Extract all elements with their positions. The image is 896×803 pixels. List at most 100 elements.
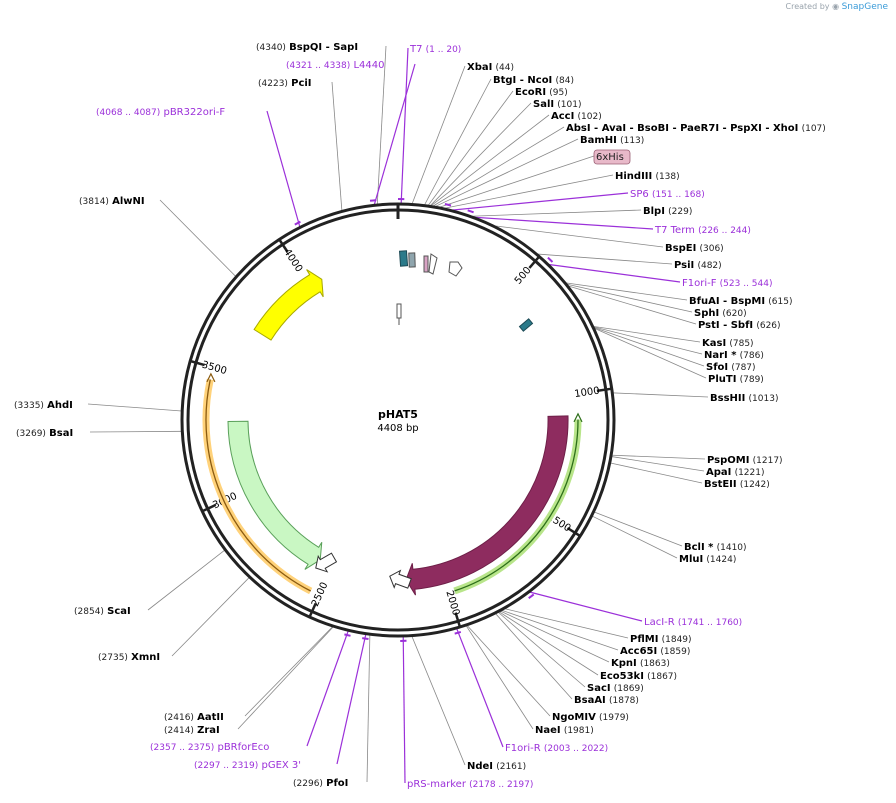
site-name: AlwNI [112, 196, 145, 207]
leader-line-ndei [410, 634, 466, 766]
site-name: PspOMI [707, 455, 749, 466]
site-position: (102) [578, 112, 602, 122]
ampr-primer-line [205, 379, 311, 592]
site-name: BssHII [710, 393, 745, 404]
leader-line-bcli- [592, 511, 683, 547]
site-label-l4440: (4321 .. 4338) L4440 [286, 60, 385, 71]
ampr-promoter-arrow [315, 552, 338, 573]
leader-line-zrai [237, 625, 335, 730]
site-label-bsteii: BstEII (1242) [704, 479, 770, 490]
site-position: (1849) [662, 635, 692, 645]
site-name: NarI * [704, 350, 737, 361]
laci-primer-head [573, 412, 583, 423]
site-label-xbai: XbaI (44) [467, 62, 514, 73]
site-name: PfoI [326, 778, 348, 789]
site-position: (787) [731, 363, 755, 373]
site-name: KpnI [611, 658, 637, 669]
site-position: (1741 .. 1760) [678, 618, 742, 628]
site-position: (1981) [564, 726, 594, 736]
site-label-pspomi: PspOMI (1217) [707, 455, 783, 466]
tick-label: 1000 [574, 386, 601, 401]
leader-line-mlui [590, 514, 678, 559]
site-label-ahdi: (3335) AhdI [14, 400, 73, 411]
primer-site-mark [547, 256, 554, 263]
site-position: (306) [699, 244, 723, 254]
site-position: (95) [549, 88, 567, 98]
leader-line-ngomiv [465, 623, 551, 717]
site-position: (2357 .. 2375) [150, 743, 214, 753]
site-name: SP6 [630, 189, 649, 200]
site-position: (2297 .. 2319) [194, 761, 258, 771]
leader-line-prs-marker [402, 634, 406, 784]
site-name: BstEII [704, 479, 737, 490]
site-name: LacI-R [644, 617, 675, 628]
tick-mark [308, 602, 317, 618]
site-name: Acc65I [620, 646, 657, 657]
site-name-extra: - NcoI [516, 75, 552, 86]
leader-lines [87, 45, 709, 784]
leader-line-bspei [488, 224, 664, 248]
leader-line-scai [147, 548, 227, 611]
site-name: T7 [409, 44, 422, 55]
site-position: (1217) [753, 456, 783, 466]
site-name: AbsI [566, 123, 591, 134]
leader-line-f1ori-f [546, 263, 681, 283]
site-label-scai: (2854) ScaI [74, 606, 131, 617]
site-name: BamHI [580, 135, 617, 146]
cap-binding-site-marker [518, 318, 534, 332]
site-name-extra: - SbfI [720, 320, 754, 331]
site-name: ScaI [107, 606, 131, 617]
site-name: NgoMIV [552, 712, 596, 723]
site-label-alwni: (3814) AlwNI [79, 196, 145, 207]
leader-line-xbai [411, 65, 466, 206]
leader-line-bspqi [376, 45, 387, 207]
features [202, 250, 583, 596]
tick-mark [201, 503, 217, 513]
site-label-bsaai: BsaAI (1878) [574, 695, 639, 706]
t7-terminator-marker [448, 261, 463, 277]
site-position: (138) [655, 172, 679, 182]
site-name: PstI [698, 320, 720, 331]
primer-site-mark [454, 630, 462, 635]
leader-line-pfoi [366, 633, 371, 783]
tick-mark [528, 255, 541, 269]
site-name: MluI [679, 554, 703, 565]
leader-line-sali [428, 102, 532, 208]
site-label-aatii: (2416) AatII [164, 712, 224, 723]
site-label-mlui: MluI (1424) [679, 554, 736, 565]
site-position: (4321 .. 4338) [286, 61, 350, 71]
site-label-bamhi: BamHI (113) [580, 135, 644, 146]
leader-line-sphi [564, 283, 693, 313]
site-name: BspEI [665, 243, 696, 254]
site-name-extra: - AvaI - BsoBI - PaeR7I - PspXI - XhoI [591, 123, 799, 134]
site-position: (4068 .. 4087) [96, 108, 160, 118]
site-position: (101) [557, 100, 581, 110]
site-position: (1013) [749, 394, 779, 404]
site-label-bsai: (3269) BsaI [16, 428, 73, 439]
site-position: (3335) [14, 401, 44, 411]
site-label-pluti: PluTI (789) [708, 374, 764, 385]
site-position: (789) [740, 375, 764, 385]
site-label-btgi: BtgI - NcoI (84) [493, 75, 574, 86]
tick-label: 3500 [200, 360, 227, 378]
leader-line-alwni [159, 199, 238, 278]
site-name-extra: - BspMI [720, 296, 766, 307]
leader-line-xmni [171, 576, 251, 657]
site-name: HindIII [615, 171, 652, 182]
site-position: (1242) [740, 480, 770, 490]
site-label-ngomiv: NgoMIV (1979) [552, 712, 629, 723]
site-name: AatII [197, 712, 224, 723]
site-label-pcii: (4223) PciI [258, 78, 312, 89]
site-label-f1ori-f: F1ori-F (523 .. 544) [682, 278, 773, 289]
site-name: PluTI [708, 374, 736, 385]
leader-line-sp6 [446, 192, 629, 212]
site-label-ndei: NdeI (2161) [467, 761, 526, 772]
primer-site-mark [294, 220, 301, 226]
site-name: ApaI [706, 467, 731, 478]
site-position: (785) [729, 339, 753, 349]
site-label-bspei: BspEI (306) [665, 243, 724, 254]
leader-line-pbr322ori-f [266, 110, 301, 229]
leader-line-hindiii [439, 174, 614, 210]
leader-line-6xhis [435, 155, 595, 209]
site-position: (1221) [735, 468, 765, 478]
